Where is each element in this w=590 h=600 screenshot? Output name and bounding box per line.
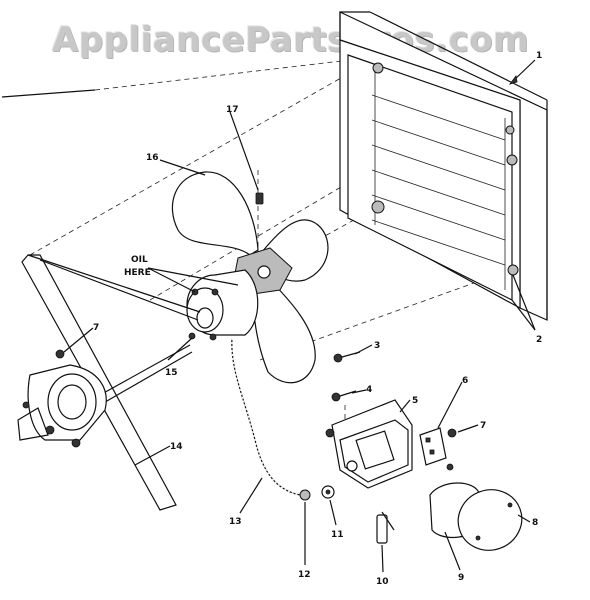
part-label-4: 4	[366, 385, 372, 395]
part-label-10: 10	[376, 577, 389, 587]
shutter-frame	[339, 11, 548, 321]
part-label-13: 13	[229, 517, 242, 527]
switch-box	[325, 399, 413, 489]
screw-4	[331, 390, 357, 402]
switch	[419, 427, 454, 471]
part-label-1: 1	[536, 51, 542, 61]
leader-lines	[63, 59, 536, 573]
part-label-5: 5	[412, 396, 418, 406]
fan-motor	[186, 269, 259, 341]
oil-here-note-line1: OIL	[131, 255, 148, 265]
motor-cord	[231, 337, 311, 501]
motor-mount-bracket	[17, 254, 201, 511]
terminal-10	[376, 511, 395, 544]
part-label-2: 2	[536, 335, 542, 345]
fan-blade	[171, 171, 329, 384]
part-label-16: 16	[146, 153, 159, 163]
screw-7-right	[447, 428, 457, 438]
part-label-7-right: 7	[480, 421, 486, 431]
oil-here-note-line2: HERE	[124, 268, 151, 278]
part-label-3: 3	[374, 341, 380, 351]
part-label-14: 14	[170, 442, 183, 452]
screw-3	[333, 351, 361, 363]
part-label-11: 11	[331, 530, 344, 540]
part-label-9: 9	[458, 573, 464, 583]
part-label-6: 6	[462, 376, 468, 386]
part-label-15: 15	[165, 368, 178, 378]
cover-plate	[457, 489, 523, 551]
part-label-17: 17	[226, 105, 239, 115]
part-label-8: 8	[532, 518, 538, 528]
set-screw	[255, 192, 264, 205]
part-label-12: 12	[298, 570, 311, 580]
grommet	[321, 485, 335, 499]
part-label-7-left: 7	[93, 323, 99, 333]
